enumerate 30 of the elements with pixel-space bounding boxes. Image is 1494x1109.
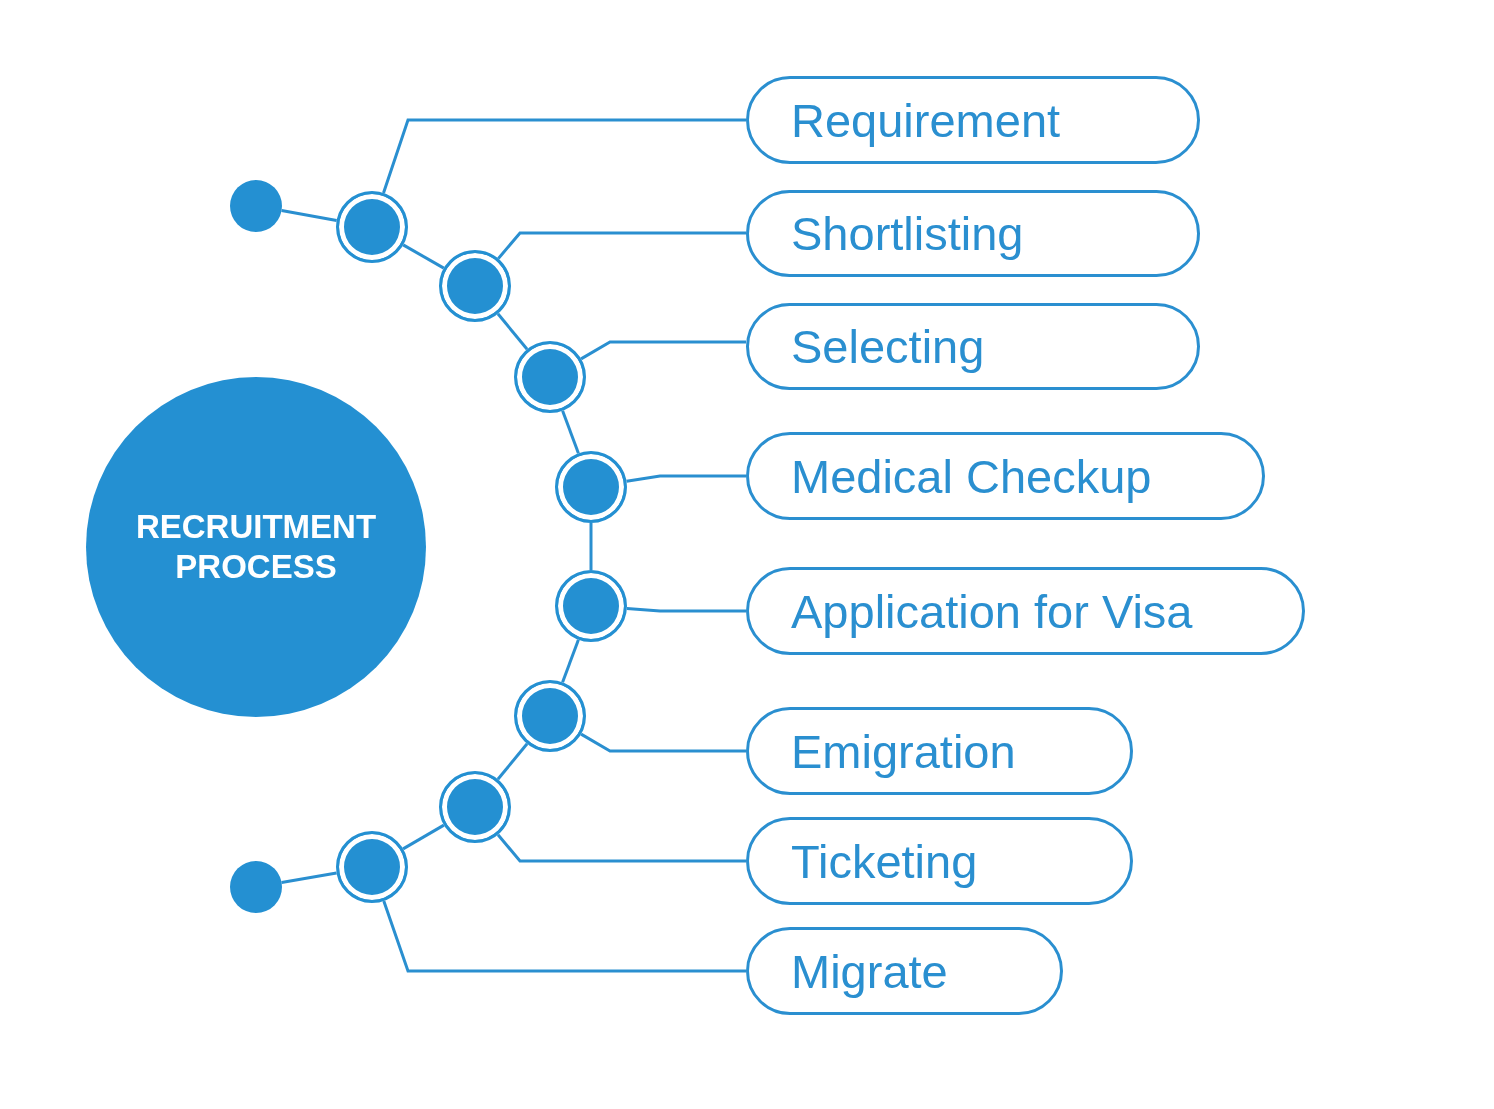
step-label: Requirement <box>791 92 1061 148</box>
step-label: Selecting <box>791 319 985 374</box>
connector-line <box>589 523 593 570</box>
connector-line <box>402 823 445 851</box>
step-marker-circle <box>439 771 511 843</box>
connector-line <box>626 607 746 613</box>
step-label: Application for Visa <box>791 583 1193 639</box>
connector-line <box>496 312 529 351</box>
endpoint-dot <box>230 861 282 913</box>
connector-line <box>281 871 337 885</box>
connector-line <box>496 833 746 863</box>
topic-title: RECRUITMENT PROCESS <box>134 507 378 587</box>
step-label: Migrate <box>791 943 948 999</box>
step-label: Medical Checkup <box>791 448 1152 504</box>
connector-line <box>626 474 746 483</box>
step-label: Emigration <box>791 723 1016 779</box>
connector-line <box>561 639 580 683</box>
connector-line <box>382 900 746 973</box>
connector-line <box>402 243 445 270</box>
step-label: Shortlisting <box>791 206 1024 261</box>
connector-line <box>382 118 746 194</box>
connector-line <box>497 231 746 260</box>
connector-line <box>281 209 337 223</box>
connector-line <box>561 410 580 454</box>
step-marker-circle <box>439 250 511 322</box>
connector-line <box>580 340 746 361</box>
connector-line <box>580 732 746 753</box>
endpoint-dot <box>230 180 282 232</box>
connector-line <box>496 742 529 781</box>
step-label: Ticketing <box>791 833 978 889</box>
